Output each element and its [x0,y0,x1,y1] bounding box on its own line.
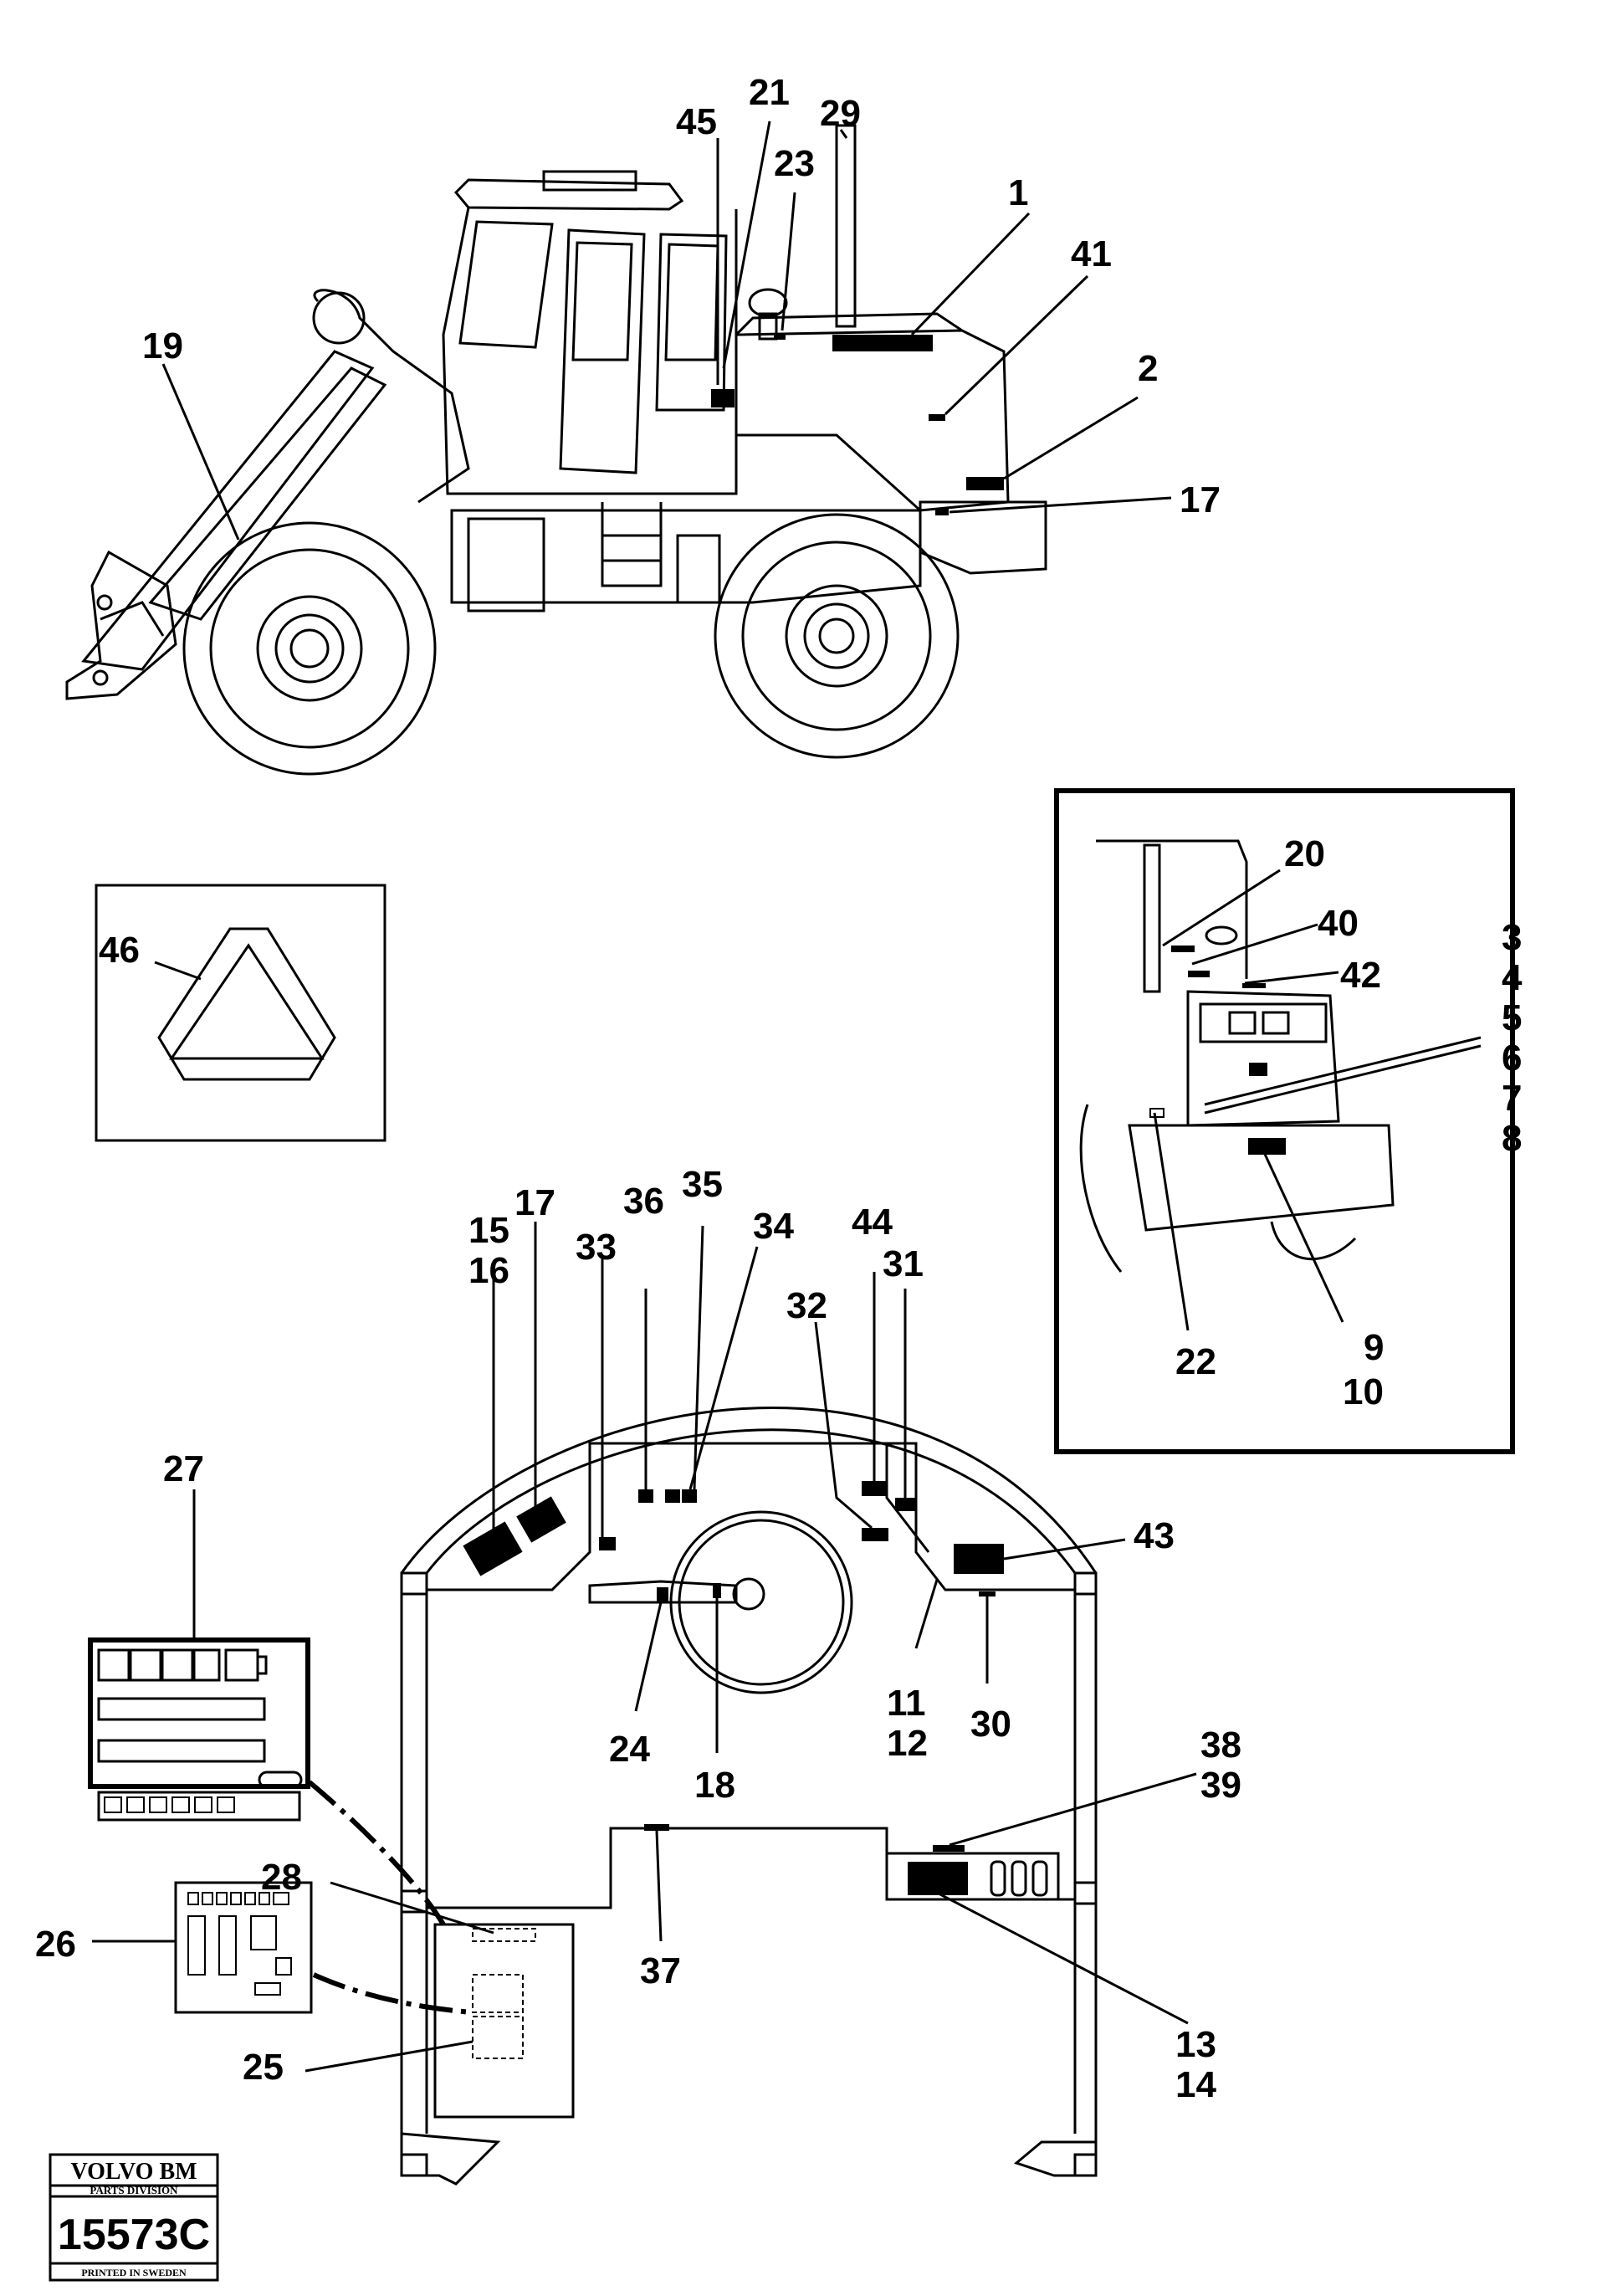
cab-leaders [305,1222,1197,2073]
callout-31: 31 [883,1243,924,1284]
callout-45: 45 [676,101,717,142]
stamp-number: 15573C [58,2211,210,2259]
stamp-brand: VOLVO BM [70,2159,197,2185]
warning-triangle-panel [95,884,386,1142]
decal-41 [929,414,945,421]
decal-3-8 [1249,1063,1267,1076]
decal-32 [862,1528,888,1541]
callout-27: 27 [163,1448,204,1489]
wheel-loader-side-view [65,124,1047,776]
callout-28: 28 [261,1857,302,1898]
decal-2 [966,477,1004,490]
callout-37: 37 [640,1950,681,1991]
callout-6: 6 [1502,1038,1522,1079]
callout-5: 5 [1502,997,1522,1038]
callout-8: 8 [1502,1118,1522,1159]
callout-11: 11 [887,1683,926,1724]
decal-17-rear [935,509,949,515]
volvo-bm-parts-stamp: VOLVO BM PARTS DIVISION 15573C PRINTED I… [49,2153,219,2282]
callout-4: 4 [1502,957,1523,998]
decal-15-16 [463,1521,523,1576]
panel-26-decal [174,1881,313,2014]
callout-39: 39 [1200,1765,1241,1806]
callout-17-side: 17 [1180,479,1221,520]
callout-33: 33 [576,1227,617,1268]
callout-21: 21 [749,72,790,113]
decal-30 [979,1591,996,1596]
stamp-printed: PRINTED IN SWEDEN [81,2267,187,2278]
callout-13: 13 [1175,2024,1216,2065]
decal-33 [599,1537,616,1550]
decal-23 [774,333,786,340]
decal-1 [832,335,933,351]
decal-31 [895,1498,917,1511]
callout-3: 3 [1502,917,1522,958]
callout-19: 19 [142,325,183,366]
callout-16: 16 [468,1250,509,1291]
callout-25: 25 [243,2047,284,2088]
callout-41: 41 [1071,233,1112,274]
callout-17-cab: 17 [514,1182,555,1223]
decal-35 [665,1489,680,1503]
rear-view-inset [1054,788,1515,1454]
callout-18: 18 [694,1765,735,1806]
callout-24: 24 [609,1729,650,1770]
callout-9: 9 [1364,1327,1384,1368]
callout-43: 43 [1134,1515,1175,1556]
decal-36 [638,1489,653,1503]
callout-26: 26 [35,1924,76,1965]
decal-17-cab [516,1496,566,1543]
side-view-leaders [161,120,1172,541]
callout-22: 22 [1175,1341,1216,1382]
callout-2: 2 [1138,348,1158,389]
callout-15: 15 [468,1210,509,1251]
callout-32: 32 [786,1285,827,1326]
callout-42: 42 [1340,955,1381,996]
callout-29: 29 [820,93,861,134]
callout-10: 10 [1343,1371,1384,1412]
decal-13-14 [908,1862,968,1895]
callout-44: 44 [852,1202,893,1243]
decal-9 [1248,1138,1286,1155]
panel-27-decal [88,1637,310,1822]
callout-7: 7 [1502,1078,1522,1119]
callout-14: 14 [1175,2064,1216,2105]
cab-interior-view [400,1406,1098,2186]
callout-46: 46 [99,930,140,971]
callout-40: 40 [1318,903,1359,944]
callout-35: 35 [682,1164,723,1205]
callout-20: 20 [1284,833,1325,874]
callout-30: 30 [970,1704,1011,1745]
callout-36: 36 [623,1181,664,1222]
callout-34: 34 [753,1206,794,1247]
decal-45 [711,389,735,407]
decal-43 [954,1544,1004,1574]
callout-38: 38 [1200,1725,1241,1766]
callout-23: 23 [774,143,815,184]
stamp-division: PARTS DIVISION [90,2184,178,2196]
callout-12: 12 [887,1723,928,1764]
decal-34 [682,1489,697,1503]
callout-1: 1 [1008,172,1028,213]
decal-44 [862,1481,887,1496]
